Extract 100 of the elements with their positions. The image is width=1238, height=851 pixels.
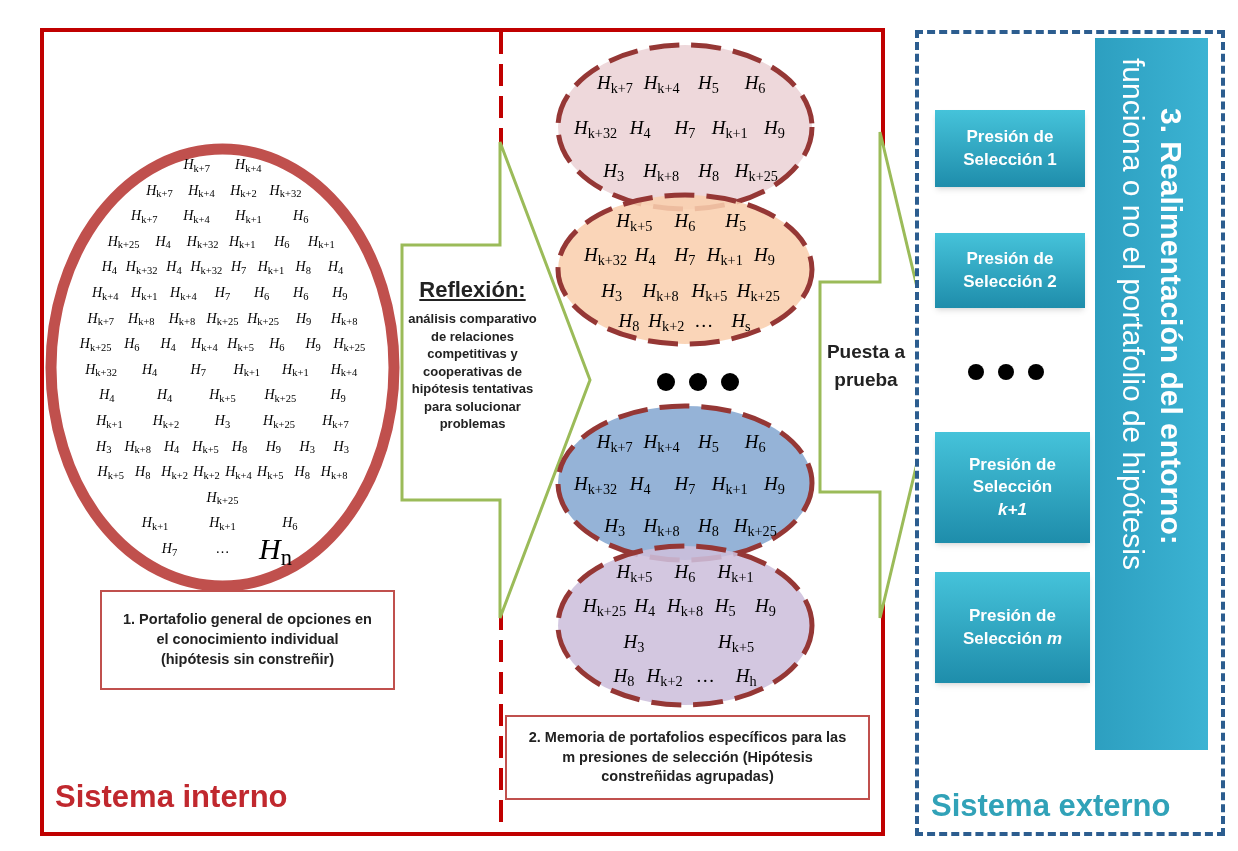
hypothesis-label: H$_{8}$ bbox=[231, 439, 248, 454]
hypothesis-label: H$_{7}$ bbox=[161, 542, 178, 556]
hypothesis-label: H$_{4}$ bbox=[166, 260, 182, 275]
hypothesis-label: H$_{4}$ bbox=[160, 337, 176, 352]
hypothesis-label: H$_{k+25}$ bbox=[107, 234, 140, 249]
hypothesis-label: H$_{6}$ bbox=[744, 72, 766, 92]
hypothesis-label: H$_{7}$ bbox=[674, 473, 696, 493]
hypothesis-label: H$_{k+1}$ bbox=[282, 362, 309, 377]
panel-title: Sistema interno bbox=[55, 778, 288, 816]
hypothesis-label: H$_{k+2}$ bbox=[648, 310, 685, 330]
hypothesis-label: H$_{k+7}$ bbox=[322, 414, 349, 428]
hypothesis-label: H$_{k+25}$ bbox=[733, 515, 777, 535]
hypothesis-label: H$_{6}$ bbox=[124, 337, 140, 352]
hypothesis-label: H$_{3}$ bbox=[604, 515, 626, 535]
hypothesis-label: H$_{7}$ bbox=[674, 244, 696, 264]
hypothesis-label: H$_{k+32}$ bbox=[85, 362, 117, 377]
hypothesis-label: H$_{k+1}$ bbox=[229, 234, 256, 249]
system-panel bbox=[915, 30, 1225, 836]
hypothesis-label: H$_{4}$ bbox=[634, 244, 656, 264]
hypothesis-label: H$_{3}$ bbox=[299, 439, 315, 454]
hypothesis-label: H$_{9}$ bbox=[330, 388, 346, 403]
hypothesis-label: H$_{3}$ bbox=[623, 631, 645, 651]
panel-title: Sistema externo bbox=[931, 787, 1171, 825]
hypothesis-label: H$_{k+32}$ bbox=[574, 473, 618, 493]
hypothesis-label: H$_{k+1}$ bbox=[257, 260, 285, 275]
hypothesis-label: H$_{k+8}$ bbox=[667, 595, 703, 615]
hypothesis-label: H$_{k+8}$ bbox=[643, 515, 680, 535]
hypothesis-label: H$_{k+1}$ bbox=[711, 117, 748, 137]
hypothesis-label: H$_{k+1}$ bbox=[308, 234, 335, 249]
hypothesis-label: H$_{3}$ bbox=[333, 439, 349, 454]
hypothesis-label: H$_{7}$ bbox=[190, 362, 206, 377]
hypothesis-label: H$_{k+1}$ bbox=[706, 244, 743, 264]
hypothesis-label: H$_{k+25}$ bbox=[264, 388, 297, 403]
arrow-text: Puesta a prueba bbox=[825, 340, 907, 392]
hypothesis-label: H$_{k+25}$ bbox=[582, 595, 627, 615]
hypothesis-label: H$_{k+1}$ bbox=[209, 516, 236, 531]
pressure-label: Presión de Selección m bbox=[962, 605, 1063, 650]
hypothesis-label: H$_{4}$ bbox=[99, 388, 115, 403]
banner-text: 3. Realimentación del entorno: bbox=[1154, 108, 1188, 547]
banner-text: funciona o no el portafolio de hipótesis bbox=[1115, 58, 1150, 573]
hypothesis-label: H$_{k+8}$ bbox=[320, 465, 348, 480]
hypothesis-label: H$_{k+1}$ bbox=[235, 209, 262, 224]
hypothesis-label: H$_{5}$ bbox=[725, 210, 747, 230]
hypothesis-label: H$_{6}$ bbox=[274, 234, 290, 249]
hypothesis-label: H$_{3}$ bbox=[214, 414, 231, 428]
hypothesis-label: H$_{k+4}$ bbox=[330, 362, 358, 377]
hypothesis-label: H$_{8}$ bbox=[135, 465, 151, 480]
hypothesis-label: H$_{k+4}$ bbox=[183, 209, 210, 224]
hypothesis-label: … bbox=[695, 665, 715, 685]
hypothesis-label: H$_{k+2}$ bbox=[230, 183, 257, 198]
pressure-label: Presión de Selección k+1 bbox=[968, 454, 1057, 521]
hypothesis-label: H$_{k+7}$ bbox=[87, 311, 115, 326]
hypothesis-label: H$_{9}$ bbox=[332, 286, 348, 300]
hypothesis-label: H$_{k+32}$ bbox=[583, 244, 628, 264]
hypothesis-label: H$_{k+5}$ bbox=[616, 561, 653, 581]
hypothesis-label: H$_{3}$ bbox=[603, 160, 625, 180]
hypothesis-label: H$_{6}$ bbox=[282, 516, 298, 531]
hypothesis-label: H$_{9}$ bbox=[764, 117, 785, 137]
hypothesis-label: H$_{k+2}$ bbox=[152, 414, 180, 428]
hypothesis-label: H$_{k+25}$ bbox=[206, 490, 239, 505]
hypothesis-label: H$_{7}$ bbox=[230, 260, 247, 275]
hypothesis-label: H$_{k+32}$ bbox=[186, 234, 219, 249]
hypothesis-label: H$_{6}$ bbox=[674, 210, 696, 230]
hypothesis-label: H$_{k+32}$ bbox=[269, 183, 302, 198]
hypothesis-label: H$_{k+25}$ bbox=[79, 337, 112, 352]
hypothesis-label: … bbox=[694, 310, 714, 330]
pressure-label: Presión de Selección 2 bbox=[962, 248, 1058, 293]
hypothesis-label: H$_{k+7}$ bbox=[131, 209, 158, 224]
hypothesis-label: H$_{8}$ bbox=[295, 260, 311, 275]
hypothesis-label: H$_{5}$ bbox=[698, 431, 719, 451]
hypothesis-label: H$_{k+4}$ bbox=[643, 431, 680, 451]
hypothesis-label: H$_{7}$ bbox=[674, 117, 696, 137]
hypothesis-label: H$_{k+25}$ bbox=[736, 280, 780, 300]
hypothesis-label: H$_{6}$ bbox=[293, 286, 309, 300]
hypothesis-label: H$_{k+1}$ bbox=[711, 473, 748, 493]
hypothesis-label: H$_{k+5}$ bbox=[616, 210, 653, 230]
hypothesis-label: H$_{s}$ bbox=[731, 310, 751, 330]
pressure-box bbox=[935, 233, 1085, 308]
hypothesis-label: H$_{k+1}$ bbox=[96, 414, 123, 428]
hypothesis-label: H$_{k+4}$ bbox=[91, 286, 119, 300]
hypothesis-label: H$_{h}$ bbox=[735, 665, 757, 685]
hypothesis-label: H$_{5}$ bbox=[697, 72, 719, 92]
hypothesis-label: H$_{4}$ bbox=[163, 439, 180, 454]
hypothesis-label: H$_{k+4}$ bbox=[170, 286, 197, 300]
hypothesis-label: H$_{k+8}$ bbox=[642, 280, 679, 300]
hypothesis-label: H$_{k+4}$ bbox=[225, 465, 252, 480]
hypothesis-label: H$_{k+5}$ bbox=[257, 465, 284, 480]
hypothesis-label: H$_{k+25}$ bbox=[247, 311, 279, 326]
caption-text: 2. Memoria de portafolios específicos para las m presiones de selección (Hipótesis constreñidas agrupadas) bbox=[527, 727, 848, 787]
hypothesis-label: H$_{k+4}$ bbox=[643, 72, 680, 92]
hypothesis-label: H$_{8}$ bbox=[613, 665, 635, 685]
hypothesis-label: H$_{k+7}$ bbox=[146, 183, 173, 198]
hypothesis-label: H$_{8}$ bbox=[294, 465, 310, 480]
hypothesis-label: H$_{k+1}$ bbox=[131, 286, 158, 300]
hypothesis-label: H$_{k+8}$ bbox=[128, 311, 155, 326]
hypothesis-label: H$_{6}$ bbox=[293, 209, 309, 224]
hypothesis-label: H$_{4}$ bbox=[101, 260, 118, 275]
hypothesis-label: H$_{k+7}$ bbox=[596, 72, 633, 92]
pressure-label: Presión de Selección 1 bbox=[962, 126, 1058, 171]
hypothesis-label: H$_{9}$ bbox=[764, 473, 785, 493]
